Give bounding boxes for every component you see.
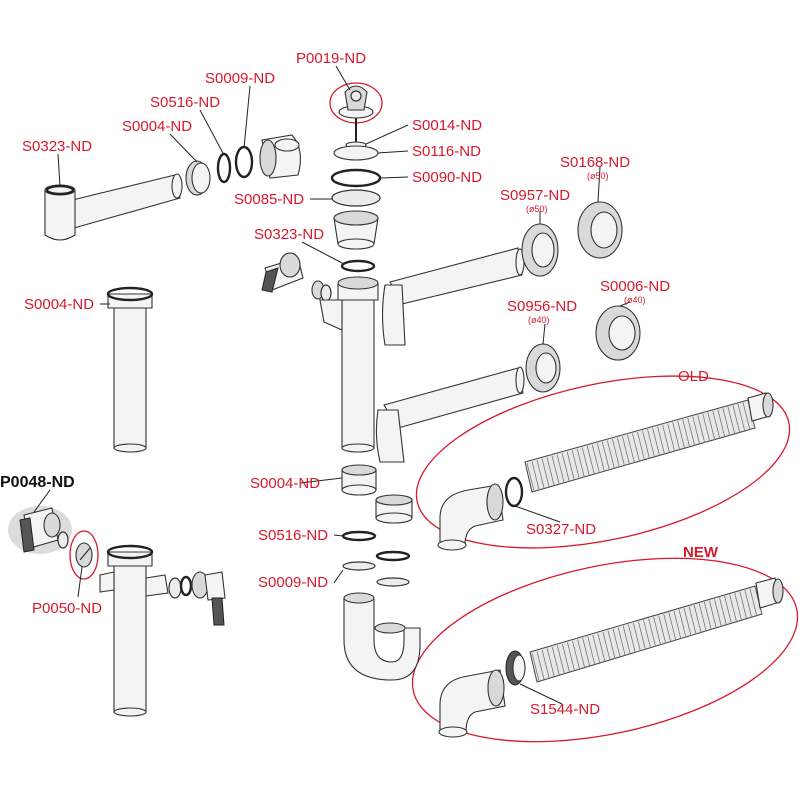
label-s1544: S1544-ND: [530, 701, 600, 718]
p0050-outline: [69, 530, 99, 580]
label-new: NEW: [683, 544, 719, 561]
label-s0957: S0957-ND: [500, 187, 570, 204]
standpipe-upper-left: [106, 286, 154, 453]
label-p0019: P0019-ND: [296, 50, 366, 67]
label-s0116: S0116-ND: [412, 143, 481, 160]
left-elbow: [259, 134, 301, 179]
adapter-s0957: [521, 223, 559, 277]
label-s0006-diameter: (ø40): [624, 295, 646, 305]
adapter-s1544: [505, 650, 526, 686]
washer-s0327: [504, 476, 524, 508]
plug-p0019: [338, 85, 374, 119]
label-s0956-diameter: (ø40): [528, 315, 550, 325]
drain-body: [333, 210, 379, 250]
p0048-connector: [19, 507, 69, 553]
label-s0956: S0956-ND: [507, 298, 577, 315]
label-p0048: P0048-ND: [0, 474, 75, 491]
label-s0085: S0085-ND: [234, 191, 304, 208]
label-s0323-mid: S0323-ND: [254, 226, 324, 243]
label-s0004-top: S0004-ND: [122, 118, 192, 135]
label-s0014: S0014-ND: [412, 117, 482, 134]
washer-s0516-mid-a: [341, 530, 377, 542]
label-s0168-diameter: (ø50): [587, 171, 609, 181]
washer-s0323-mid: [340, 259, 376, 273]
label-s0516-mid: S0516-ND: [258, 527, 328, 544]
leader-lines: [33, 65, 631, 705]
label-s0006: S0006-ND: [600, 278, 670, 295]
old-elbow: [437, 483, 504, 551]
u-trap: [343, 592, 421, 681]
label-p0050: P0050-ND: [32, 600, 102, 617]
lower-left-connectors: [168, 571, 226, 626]
new-hose: [529, 577, 784, 683]
label-s0327: S0327-ND: [526, 521, 596, 538]
washer-s0090: [330, 168, 382, 188]
p0050-cap: [75, 542, 93, 568]
label-old: OLD: [678, 368, 709, 385]
new-elbow: [438, 669, 506, 738]
washer-s0516-mid-b: [375, 550, 411, 562]
label-s0168: S0168-ND: [560, 154, 630, 171]
label-s0004-mid: S0004-ND: [250, 475, 320, 492]
nut-lower-mid: [375, 494, 413, 524]
label-s0516-top: S0516-ND: [150, 94, 220, 111]
label-s0323-left: S0323-ND: [22, 138, 92, 155]
label-s0004-left: S0004-ND: [24, 296, 94, 313]
label-s0009-top: S0009-ND: [205, 70, 275, 87]
old-group-outline: [415, 375, 791, 549]
washer-s0009-mid-a: [342, 561, 376, 571]
washer-s0009-mid-b: [376, 577, 410, 587]
label-s0957-diameter: (ø50): [526, 204, 548, 214]
adapter-s0168: [577, 201, 623, 259]
label-s0009-mid: S0009-ND: [258, 574, 328, 591]
adapter-s0956: [525, 343, 561, 393]
left-nut: [185, 160, 211, 196]
washer-s0085: [331, 189, 381, 207]
lower-branch-pipe: [375, 366, 525, 463]
left-washer-s0516: [216, 152, 232, 184]
flange-s0116: [333, 145, 379, 161]
label-s0090: S0090-ND: [412, 169, 482, 186]
new-group-outline: [411, 557, 799, 743]
nut-s0004-mid: [341, 464, 377, 496]
old-hose: [524, 392, 774, 493]
standpipe-lower-left: [99, 544, 169, 717]
left-washer-s0009: [234, 145, 254, 179]
adapter-s0006: [595, 305, 641, 361]
upper-branch-pipe: [381, 247, 525, 346]
left-horizontal-pipe: [44, 173, 183, 241]
center-vertical-pipe: [319, 276, 379, 453]
overflow-hose-connector: [261, 252, 332, 302]
